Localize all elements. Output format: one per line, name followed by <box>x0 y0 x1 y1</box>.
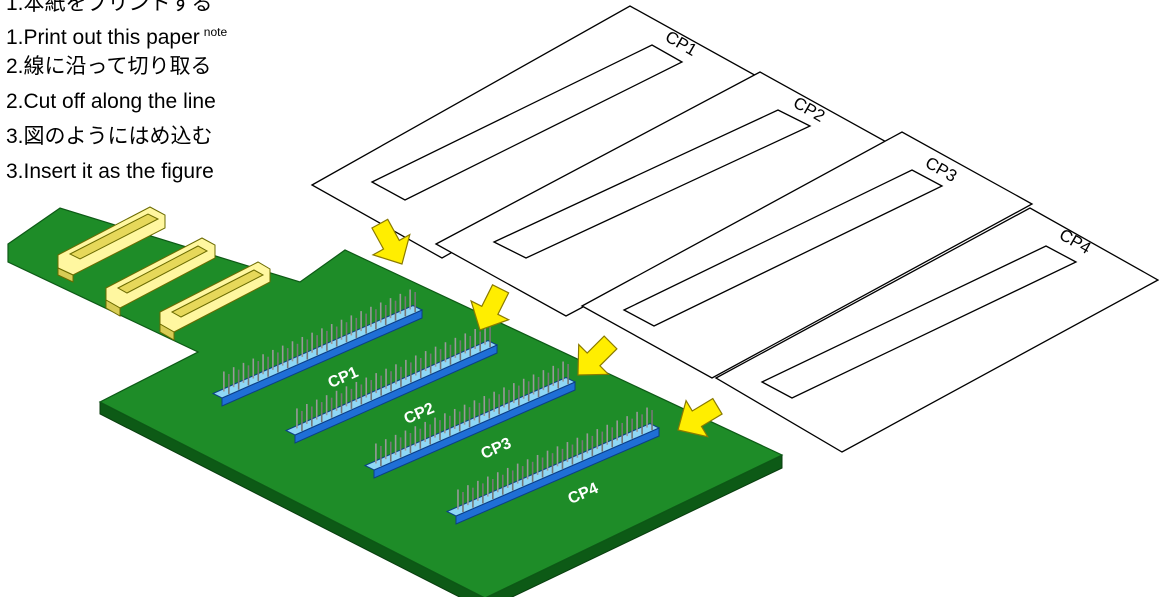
pin-header-3: CP3 <box>363 361 577 479</box>
instruction-1-jp: 1.本紙をプリントする <box>6 0 213 15</box>
insert-arrows <box>371 218 723 438</box>
insert-arrow-cp1 <box>371 218 411 265</box>
paper-strip-cp1: CP1 <box>310 5 762 259</box>
connector-1 <box>57 206 166 283</box>
board-edge <box>99 401 783 597</box>
connector-2 <box>105 237 216 317</box>
pin-header-2: CP2 <box>284 324 499 444</box>
yellow-connectors <box>57 206 271 341</box>
instruction-3-en: 3.Insert it as the figure <box>6 160 214 183</box>
paper-strip-cp3: CP3 <box>580 131 1034 379</box>
insert-arrow-cp4 <box>677 397 723 438</box>
insert-arrow-cp2 <box>470 284 511 331</box>
instruction-2-en: 2.Cut off along the line <box>6 90 216 113</box>
pin-header-1: CP1 <box>211 289 424 407</box>
connector-3 <box>159 261 271 341</box>
instruction-3-jp: 3.図のようにはめ込む <box>6 125 213 148</box>
insert-arrow-cp3 <box>577 335 618 376</box>
instruction-2-jp: 2.線に沿って切り取る <box>6 55 212 78</box>
paper-strip-cp2: CP2 <box>434 71 892 317</box>
note-superscript: note <box>203 25 228 39</box>
paper-strips: CP1 CP2 CP3 CP4 <box>310 5 1159 453</box>
